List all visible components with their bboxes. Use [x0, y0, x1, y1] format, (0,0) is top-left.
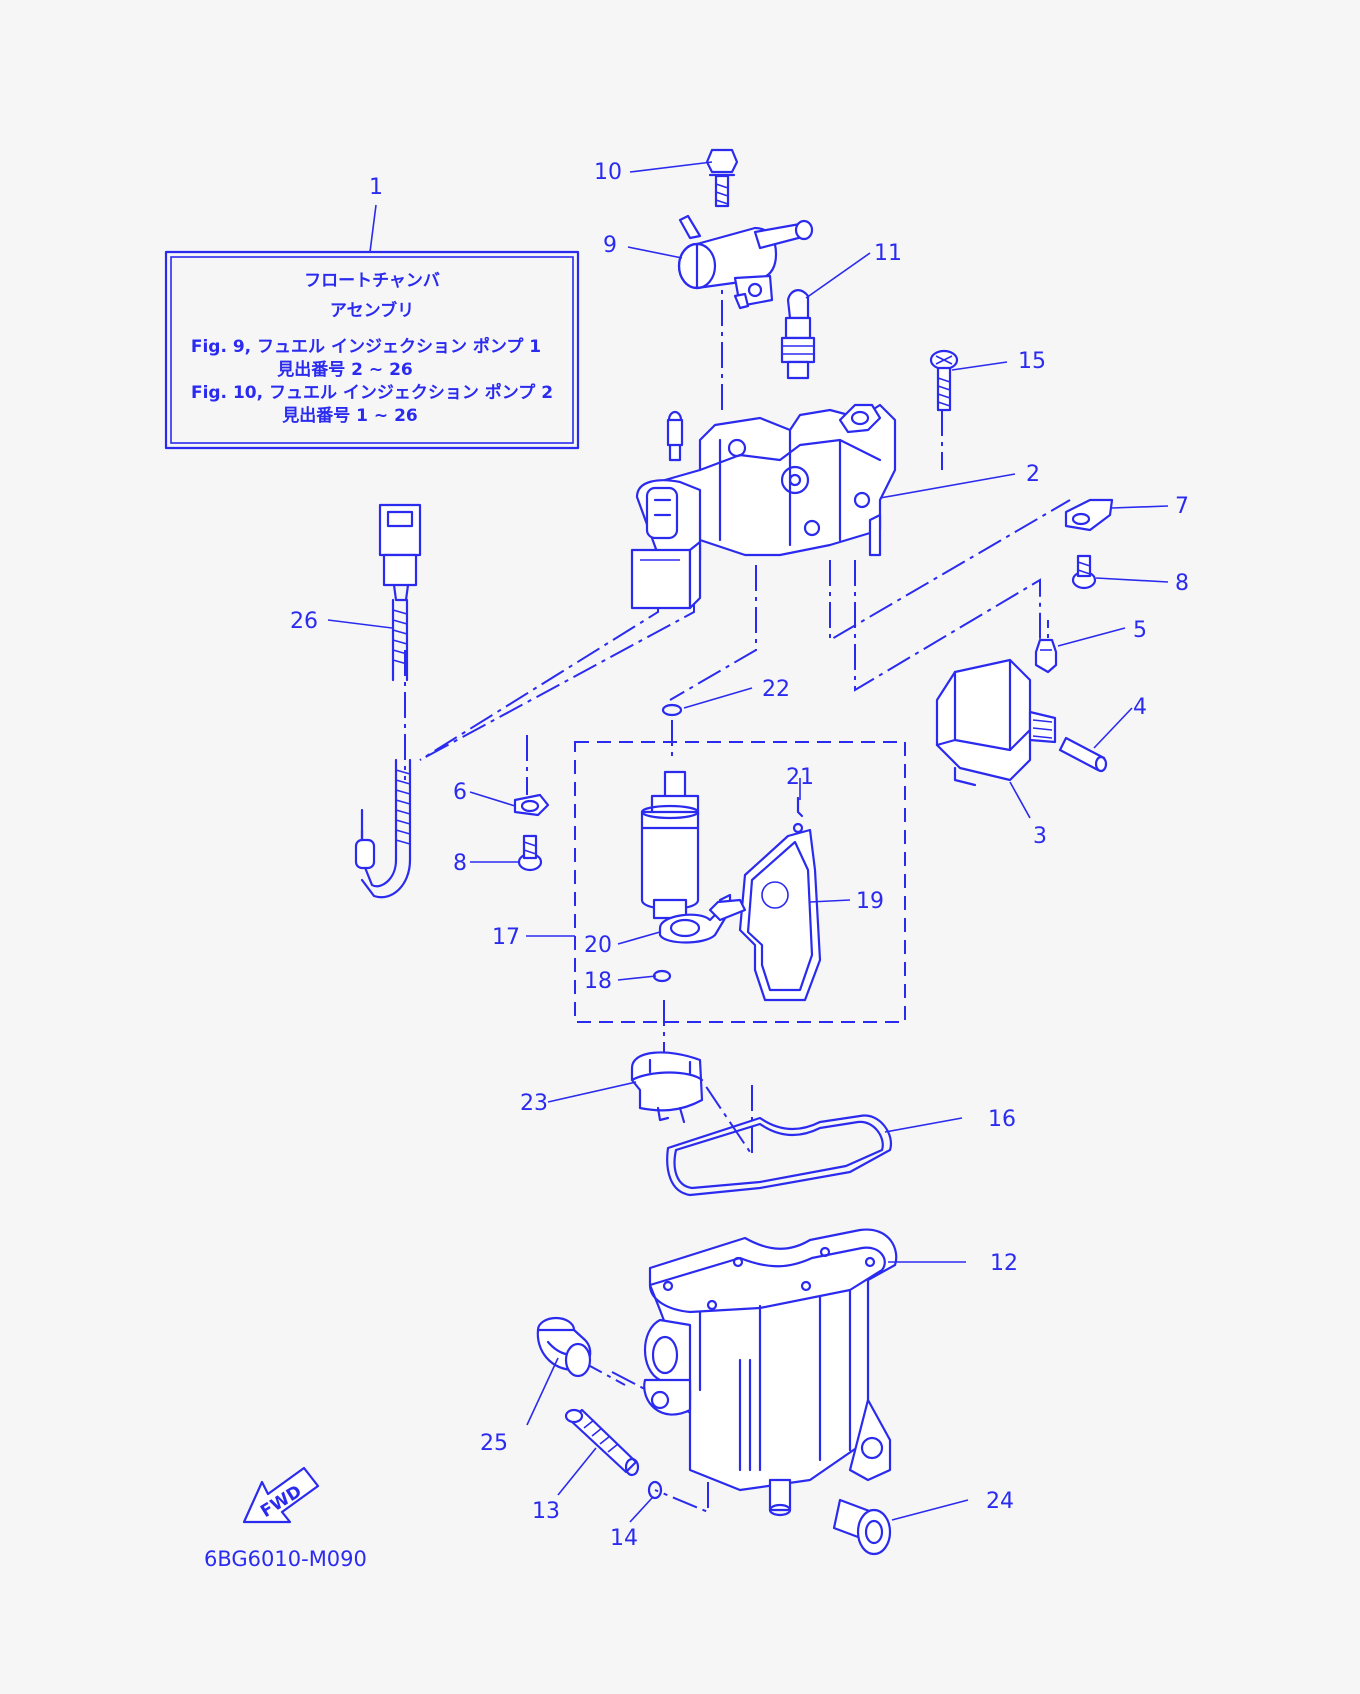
part-23-holder — [630, 1051, 704, 1124]
callout-7: 7 — [1175, 494, 1189, 519]
part-19-filter — [708, 828, 822, 1002]
part-20-clamp — [658, 893, 732, 944]
callout-11: 11 — [874, 241, 902, 266]
part-10-bolt — [705, 148, 739, 208]
callout-26: 26 — [290, 609, 318, 634]
part-15-screw — [929, 349, 959, 412]
callout-3: 3 — [1033, 824, 1047, 849]
callout-1: 1 — [369, 175, 383, 200]
callout-2: 2 — [1026, 462, 1040, 487]
callout-13: 13 — [532, 1499, 560, 1524]
part-2-pump-head-body — [658, 403, 897, 557]
callout-20: 20 — [584, 933, 612, 958]
callout-17: 17 — [492, 925, 520, 950]
part-9-pressure-regulator — [677, 214, 814, 310]
assembly-note-box: フロートチャンバ アセンブリ Fig. 9, フュエル インジェクション ポンプ… — [164, 250, 580, 450]
part-11-elbow-fitting — [780, 289, 816, 380]
callout-8-right: 8 — [1175, 571, 1189, 596]
part-6-plate — [513, 793, 550, 817]
leader-lines — [327, 161, 1169, 1523]
callout-14: 14 — [610, 1526, 638, 1551]
note-ref1: Fig. 9, フュエル インジェクション ポンプ 1 — [191, 336, 541, 357]
note-ref2-items: 見出番号 1 ~ 26 — [281, 405, 418, 426]
callout-16: 16 — [988, 1107, 1016, 1132]
note-title-line2: アセンブリ — [330, 300, 414, 321]
callout-9: 9 — [603, 233, 617, 258]
callout-21: 21 — [786, 765, 814, 790]
part-26-wire-harness — [354, 503, 422, 899]
note-title-line1: フロートチャンバ — [304, 271, 440, 291]
callout-numbers: 1 2 3 4 5 6 7 8 8 9 10 11 12 13 14 15 16… — [290, 160, 1189, 1551]
part-21-clip — [792, 796, 804, 834]
part-7-plate — [1064, 498, 1114, 532]
callout-15: 15 — [1018, 349, 1046, 374]
drawing-code: 6BG6010-M090 — [204, 1547, 367, 1571]
part-4-pin — [1058, 736, 1108, 773]
part-25-grommet — [536, 1316, 592, 1378]
part-18-small-ring — [652, 969, 672, 983]
callout-5: 5 — [1133, 618, 1147, 643]
fwd-arrow-icon: FWD — [242, 1466, 320, 1524]
note-ref2: Fig. 10, フュエル インジェクション ポンプ 2 — [191, 382, 553, 403]
note-ref1-items: 見出番号 2 ~ 26 — [276, 359, 413, 380]
callout-19: 19 — [856, 889, 884, 914]
callout-23: 23 — [520, 1091, 548, 1116]
part-8-screw-right — [1071, 554, 1097, 590]
pump-head-connector — [630, 479, 702, 610]
part-17-assembly-boundary — [574, 741, 906, 1023]
part-13-drain-screw — [564, 1408, 640, 1477]
part-22-o-ring — [661, 703, 683, 717]
callout-10: 10 — [594, 160, 622, 185]
callout-25: 25 — [480, 1431, 508, 1456]
part-8-screw-left — [517, 834, 543, 872]
part-12-float-chamber — [643, 1228, 898, 1517]
part-24-plug — [832, 1498, 892, 1556]
part-5-small-fuse — [1034, 638, 1058, 674]
callout-6: 6 — [453, 780, 467, 805]
callout-4: 4 — [1133, 695, 1147, 720]
part-14-o-ring — [647, 1480, 663, 1500]
part-16-gasket — [666, 1114, 893, 1197]
callout-22: 22 — [762, 677, 790, 702]
fuel-pump-motor — [640, 770, 700, 920]
callout-24: 24 — [986, 1489, 1014, 1514]
callout-18: 18 — [584, 969, 612, 994]
callout-12: 12 — [990, 1251, 1018, 1276]
part-3-control-unit — [935, 658, 1057, 787]
callout-8-left: 8 — [453, 851, 467, 876]
